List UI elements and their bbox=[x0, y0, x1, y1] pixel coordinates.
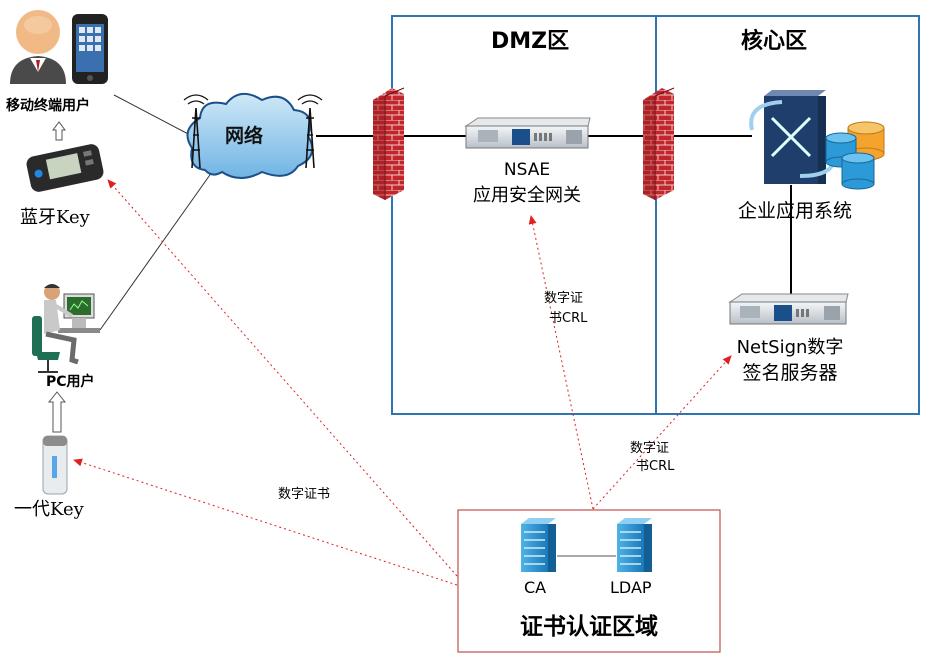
mobile-user-label: 移动终端用户 bbox=[6, 98, 90, 114]
network-label: 网络 bbox=[225, 125, 264, 147]
cert-arrow-gen1key bbox=[73, 458, 458, 586]
bluetooth-to-mobile-arrow bbox=[52, 121, 66, 141]
enterprise-server-icon bbox=[749, 90, 837, 184]
cert-crl-netsign-line2: 书CRL bbox=[636, 459, 675, 474]
database-icon bbox=[825, 121, 885, 190]
enterprise-system-label: 企业应用系统 bbox=[737, 200, 853, 222]
gen1-key-label: 一代Key bbox=[14, 499, 84, 520]
nsae-appliance-icon bbox=[464, 117, 591, 149]
ldap-server-icon bbox=[617, 518, 652, 572]
cert-crl-nsae-line2: 书CRL bbox=[549, 311, 588, 326]
gen1key-to-pc-arrow bbox=[47, 391, 67, 433]
ca-zone-title: 证书认证区域 bbox=[520, 614, 658, 640]
cloud-icon bbox=[183, 93, 323, 179]
cert-arrow-bluetooth bbox=[107, 179, 458, 577]
ldap-label: LDAP bbox=[610, 578, 652, 597]
pc-user-icon bbox=[32, 284, 100, 373]
cert-arrow-nsae bbox=[528, 215, 594, 510]
core-zone-box bbox=[655, 15, 920, 415]
bluetooth-key-label: 蓝牙Key bbox=[20, 207, 90, 228]
mobile-network-link bbox=[113, 94, 193, 137]
dmz-zone-box bbox=[391, 15, 657, 415]
nsae-desc-label: 应用安全网关 bbox=[473, 185, 581, 206]
cert-crl-nsae-line1: 数字证 bbox=[544, 291, 584, 306]
cert-crl-netsign-line1: 数字证 bbox=[630, 441, 670, 456]
ca-server-icon bbox=[521, 518, 556, 572]
firewall-icon-left bbox=[373, 87, 405, 200]
core-zone-title: 核心区 bbox=[741, 29, 808, 54]
cert-arrow-netsign bbox=[592, 355, 732, 510]
netsign-appliance-icon bbox=[728, 293, 849, 325]
ca-label: CA bbox=[524, 578, 547, 597]
smartphone-icon bbox=[72, 14, 108, 84]
pc-user-label: PC用户 bbox=[46, 374, 95, 390]
bluetooth-key-icon bbox=[26, 144, 104, 192]
usb-key-icon bbox=[42, 435, 68, 495]
dmz-zone-title: DMZ区 bbox=[491, 29, 570, 54]
cert-label: 数字证书 bbox=[278, 487, 331, 502]
firewall-icon-right bbox=[643, 87, 675, 200]
pc-network-link bbox=[99, 171, 213, 331]
netsign-desc-label: 签名服务器 bbox=[742, 362, 838, 384]
user-avatar-icon bbox=[10, 10, 66, 84]
ca-zone-box bbox=[457, 509, 721, 653]
netsign-name-label: NetSign数字 bbox=[736, 337, 844, 358]
nsae-name-label: NSAE bbox=[503, 160, 551, 180]
